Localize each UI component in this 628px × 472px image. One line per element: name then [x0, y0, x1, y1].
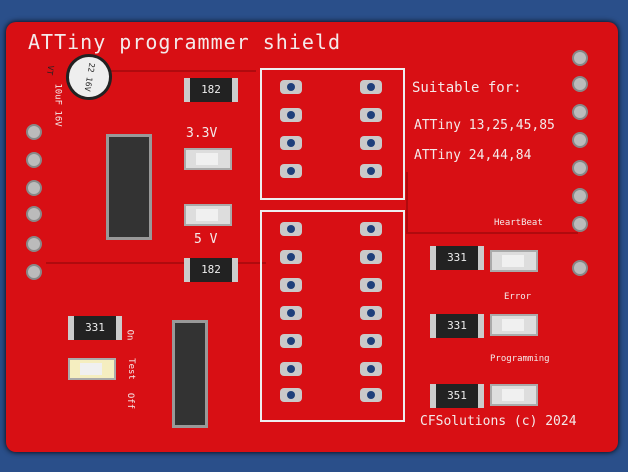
resistor-182: 182	[184, 78, 238, 102]
voltage-switch[interactable]	[106, 134, 152, 240]
capacitor-label: 10uF 16V	[52, 83, 63, 127]
resistor-331: 331	[68, 316, 122, 340]
board-title: ATTiny programmer shield	[28, 30, 341, 54]
resistor-182-5v: 182	[184, 258, 238, 282]
on-label: On	[124, 329, 135, 341]
error-label: Error	[504, 292, 532, 302]
5v-label: 5 V	[194, 232, 218, 247]
test-label: Test	[125, 358, 136, 380]
suitable-label: Suitable for:	[412, 80, 522, 96]
led-test	[68, 358, 116, 380]
pcb-board: ATTiny programmer shield Suitable for: A…	[6, 22, 618, 452]
trace	[406, 172, 578, 234]
trace	[106, 70, 256, 102]
resistor-error: 331	[430, 314, 484, 338]
led-error	[490, 314, 538, 336]
resistor-programming: 351	[430, 384, 484, 408]
socket-8pin-outline	[260, 68, 405, 200]
socket-14pin-outline	[260, 210, 405, 422]
led-heartbeat	[490, 250, 538, 272]
trace	[46, 262, 266, 266]
copyright-label: CFSolutions (c) 2024	[420, 414, 577, 429]
chips-line-1: ATTiny 13,25,45,85	[414, 118, 555, 133]
led-programming	[490, 384, 538, 406]
heartbeat-label: HeartBeat	[494, 218, 543, 228]
3v3-label: 3.3V	[186, 126, 218, 141]
mode-switch[interactable]	[172, 320, 208, 428]
off-label: Off	[125, 392, 136, 410]
chips-line-2: ATTiny 24,44,84	[414, 148, 532, 163]
resistor-heartbeat: 331	[430, 246, 484, 270]
led-3v3	[184, 148, 232, 170]
programming-label: Programming	[490, 354, 550, 364]
led-5v	[184, 204, 232, 226]
